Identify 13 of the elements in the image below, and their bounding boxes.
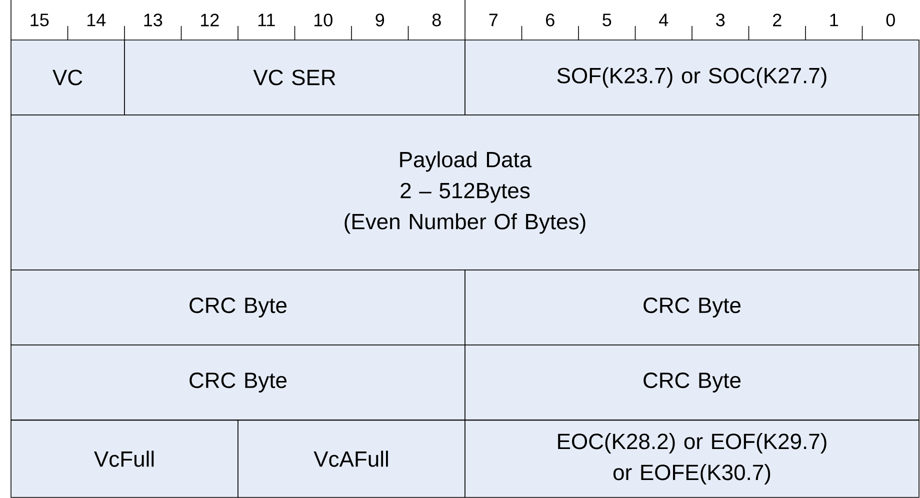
field-cell: CRC Byte bbox=[10, 270, 466, 346]
field-cell: VC bbox=[10, 40, 125, 116]
field-cell: EOC(K28.2) or EOF(K29.7) or EOFE(K30.7) bbox=[464, 420, 920, 498]
field-cell: CRC Byte bbox=[464, 270, 920, 346]
field-cell: VcFull bbox=[10, 420, 238, 498]
bit-number: 7 bbox=[489, 14, 498, 26]
field-cell: VcAFull bbox=[238, 420, 466, 498]
bit-number: 13 bbox=[144, 14, 162, 26]
field-cell: CRC Byte bbox=[10, 344, 466, 420]
bit-number: 14 bbox=[87, 14, 106, 26]
field-cell: CRC Byte bbox=[464, 344, 920, 420]
field-cell: SOF(K23.7) or SOC(K27.7) bbox=[464, 40, 920, 116]
bit-number: 8 bbox=[432, 14, 441, 26]
